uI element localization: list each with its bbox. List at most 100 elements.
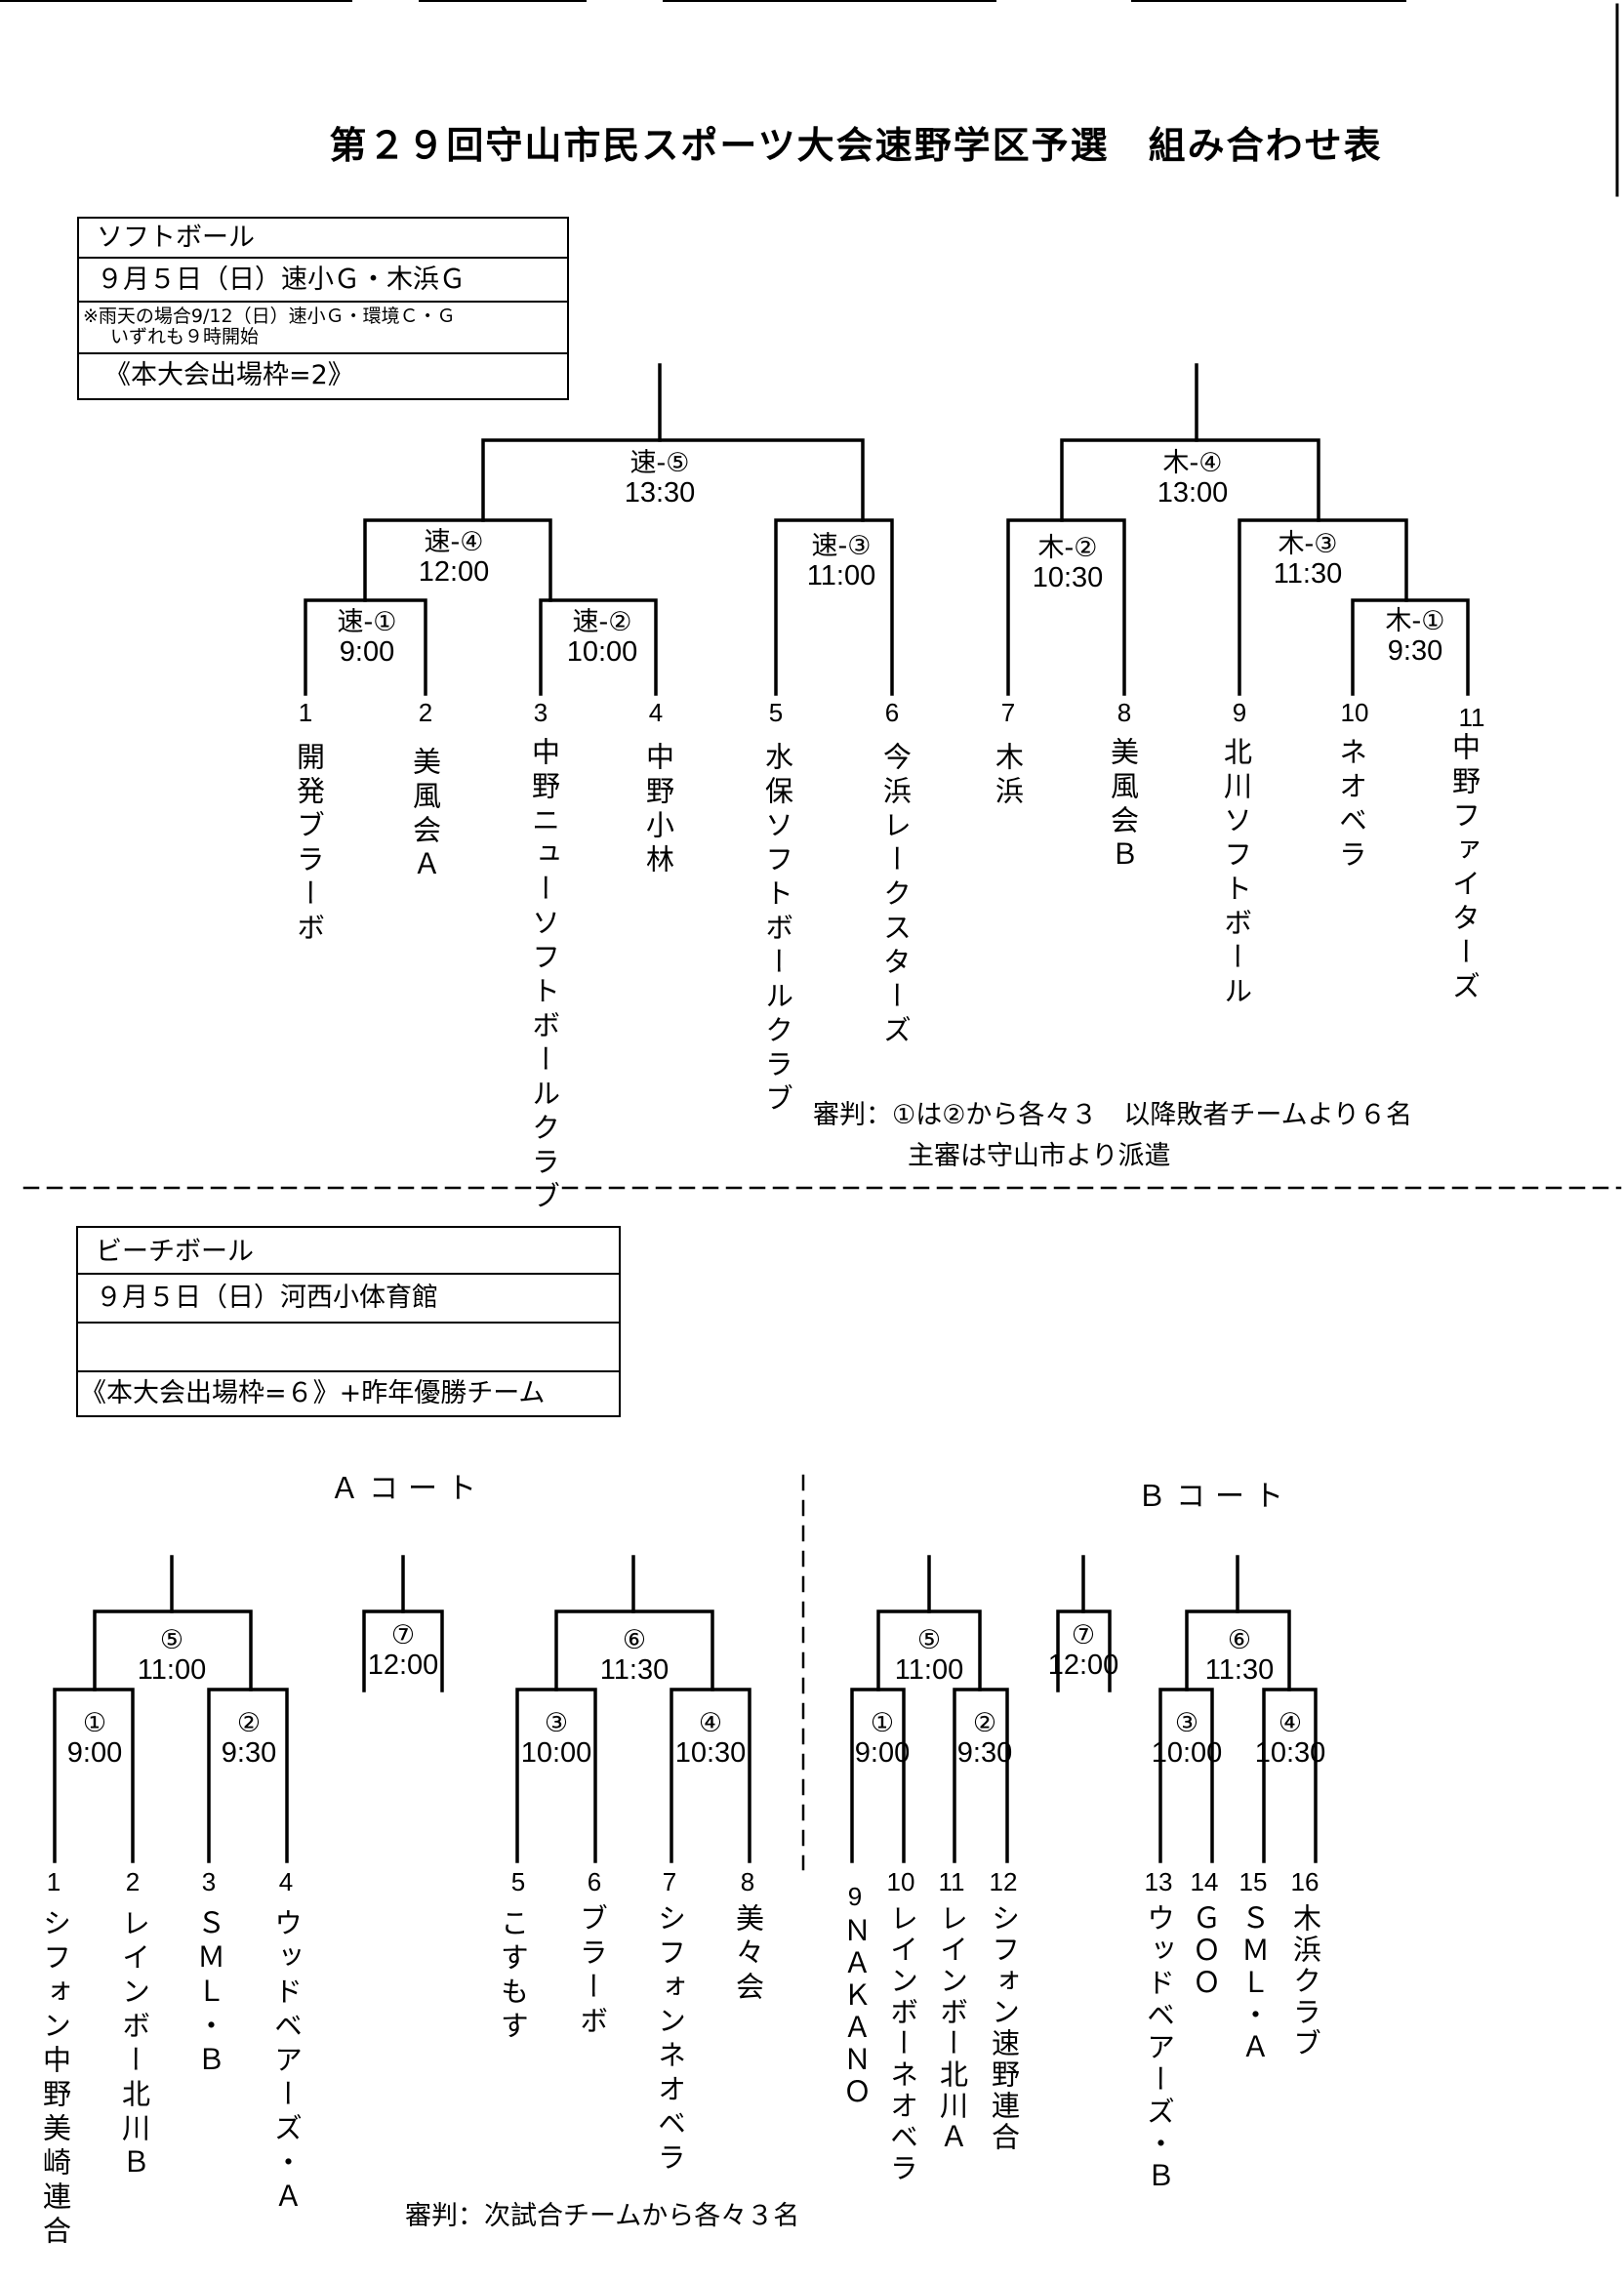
match-time: 11:00	[806, 560, 876, 591]
bracket-match-2	[207, 1688, 289, 1863]
match-id: 木-①	[1385, 606, 1445, 636]
team-seed: 7	[662, 1867, 677, 1896]
team-seed: 5	[510, 1867, 526, 1896]
softball-bracket-haya	[304, 363, 894, 696]
team-seed: 16	[1290, 1867, 1320, 1896]
team-name: 木浜	[991, 742, 1025, 810]
team-name: ＳＭＬ・Ｂ	[192, 1908, 226, 2079]
team-name: 美風会Ｂ	[1106, 737, 1140, 874]
team-seed: 1	[298, 698, 313, 727]
team-name: 木浜クラブ	[1288, 1903, 1322, 2059]
match-id: ③	[544, 1708, 569, 1738]
match-time: 10:30	[674, 1737, 747, 1769]
team-name: ネオベラ	[1334, 737, 1368, 874]
rain-note-line-1: ※雨天の場合9/12（日）速小Ｇ・環境Ｃ・Ｇ	[83, 306, 456, 327]
match-time: 10:00	[1151, 1737, 1223, 1769]
team-seed: 13	[1144, 1867, 1173, 1896]
bracket-match-1	[53, 1688, 135, 1863]
team-name: ＧＯＯ	[1188, 1903, 1222, 2000]
team-seed: 11	[1458, 703, 1485, 732]
match-time: 10:30	[1254, 1737, 1326, 1769]
team-seed: 3	[201, 1867, 217, 1896]
bracket-match-5	[876, 1610, 982, 1691]
match-id: ④	[1278, 1708, 1303, 1738]
team-seed: 4	[648, 698, 664, 727]
bracket-match-3	[774, 518, 894, 696]
match-time: 13:00	[1157, 477, 1229, 509]
match-time: 10:30	[1032, 562, 1104, 593]
bracket-match-1	[1351, 598, 1470, 696]
bracket-match-2	[953, 1688, 1009, 1863]
team-name: レインボー北川Ｂ	[117, 1908, 151, 2181]
match-id: 速-③	[811, 531, 872, 561]
team-seed: 9	[1232, 698, 1247, 727]
team-seed: 8	[1116, 698, 1132, 727]
team-name: シフォン速野連合	[987, 1903, 1021, 2153]
bracket-match-5	[93, 1610, 253, 1691]
bracket-match-1	[304, 598, 427, 696]
team-seed: 5	[768, 698, 784, 727]
beachball-info-box: ビーチボール ９月５日（日）河西小体育館 《本大会出場枠=６》+昨年優勝チーム	[76, 1226, 621, 1417]
match-time: 9:00	[339, 636, 395, 668]
bracket-match-1	[850, 1688, 906, 1863]
softball-info-box: ソフトボール ９月５日（日）速小Ｇ・木浜Ｇ ※雨天の場合9/12（日）速小Ｇ・環…	[77, 217, 569, 400]
bracket-match-2	[1006, 518, 1126, 696]
match-id: 木-④	[1162, 448, 1223, 478]
softball-date-venue: ９月５日（日）速小Ｇ・木浜Ｇ	[79, 259, 567, 303]
match-id: ⑥	[1227, 1625, 1252, 1655]
team-name: 中野ファイターズ	[1447, 732, 1482, 1005]
team-name: 水保ソフトボールクラブ	[760, 742, 794, 1118]
match-id: ⑦	[1071, 1620, 1096, 1650]
softball-bracket-kihama	[1006, 363, 1470, 696]
match-time: 11:30	[1273, 558, 1343, 590]
team-seed: 12	[989, 1867, 1018, 1896]
match-time: 12:00	[1047, 1650, 1119, 1681]
match-id: 木-②	[1037, 533, 1098, 563]
beachball-referee-note: 審判：次試合チームから各々３名	[405, 2201, 800, 2231]
bracket-match-6	[1185, 1610, 1291, 1691]
beachball-date-venue: ９月５日（日）河西小体育館	[78, 1275, 619, 1324]
match-time: 9:00	[854, 1737, 911, 1769]
match-id: ①	[82, 1708, 107, 1738]
bracket-match-3	[1158, 1688, 1214, 1863]
team-name: 中野小林	[641, 742, 675, 878]
team-name: 美風会Ａ	[408, 747, 442, 883]
match-time: 12:00	[367, 1650, 439, 1681]
team-name: シフォン中野美崎連合	[38, 1908, 72, 2250]
softball-sport-name: ソフトボール	[79, 219, 567, 259]
team-name: レインボーネオベラ	[885, 1903, 919, 2184]
softball-referee-note: 審判：①は②から各々３ 以降敗者チームより６名	[813, 1100, 1413, 1130]
team-seed: 2	[418, 698, 433, 727]
team-name: 中野ニューソフトボールクラブ	[527, 737, 561, 1215]
team-name: レインボー北川Ａ	[935, 1903, 969, 2153]
team-seed: 6	[587, 1867, 602, 1896]
team-seed: 3	[533, 698, 548, 727]
team-name: こすもす	[496, 1908, 530, 2045]
match-time: 9:30	[221, 1737, 277, 1769]
beach-b-bracket	[850, 1555, 1318, 1863]
team-name: ＮＡＫＡＮＯ	[838, 1916, 873, 2109]
beachball-sport-name: ビーチボール	[78, 1228, 619, 1275]
team-name: ブラーボ	[575, 1903, 609, 2040]
match-time: 12:00	[418, 556, 490, 588]
match-id: ⑤	[159, 1625, 184, 1655]
beachball-quota: 《本大会出場枠=６》+昨年優勝チーム	[80, 1378, 546, 1408]
team-seed: 6	[884, 698, 900, 727]
match-time: 11:00	[137, 1654, 207, 1686]
team-name: 開発ブラーボ	[292, 742, 326, 947]
court-a-label: Ａコート	[330, 1472, 486, 1506]
match-time: 9:30	[956, 1737, 1013, 1769]
team-name: シフォンネオベラ	[653, 1903, 687, 2177]
match-time: 11:30	[1204, 1654, 1275, 1686]
team-seed: 10	[886, 1867, 915, 1896]
